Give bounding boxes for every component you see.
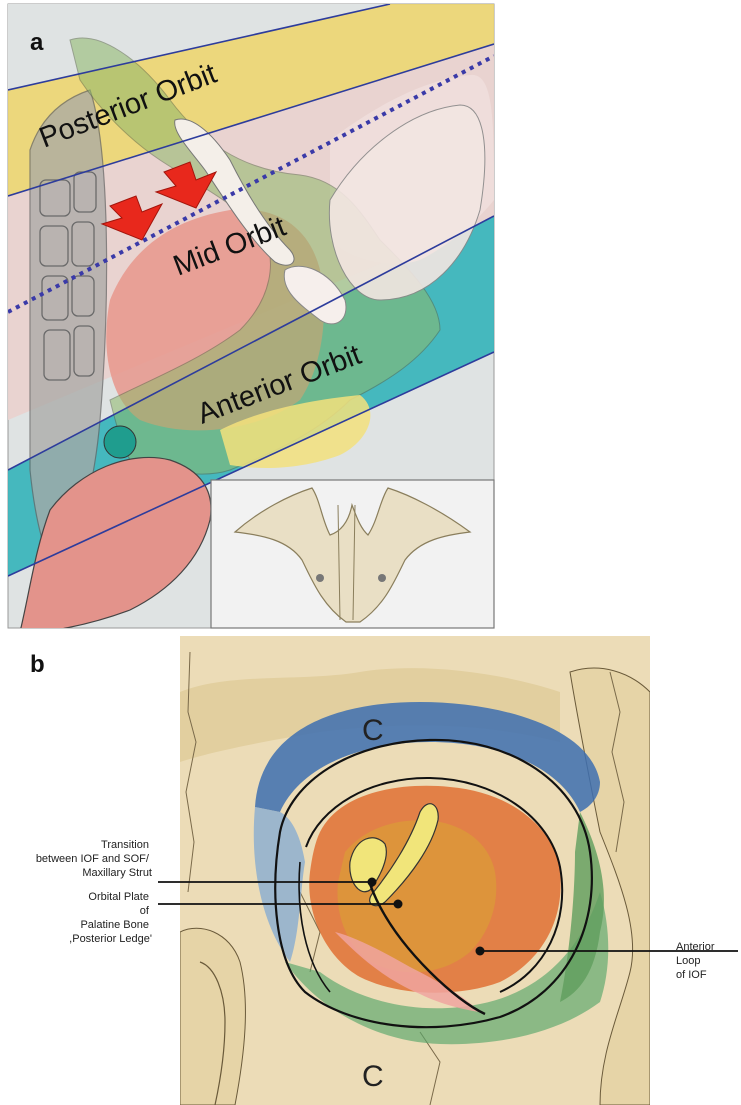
dot-transition	[368, 878, 377, 887]
inset-foramen-left	[316, 574, 324, 582]
callout-orbital-plate-line4: ,Posterior Ledge'	[69, 933, 152, 945]
panel-a-letter: a	[30, 29, 44, 56]
callout-anterior-loop-line3: of IOF	[676, 969, 707, 981]
panel-a-illustration: Posterior Orbit Mid Orbit Anterior Orbit…	[0, 0, 741, 632]
panel-b: b C	[0, 632, 741, 1105]
callout-orbital-plate: Orbital Plate of Palatine Bone ,Posterio…	[69, 891, 152, 945]
dot-anterior-loop	[476, 947, 485, 956]
callout-anterior-loop-line1: Anterior	[676, 941, 715, 953]
lacrimal-fossa	[104, 426, 136, 458]
fossa-mark-upper: C	[362, 714, 384, 747]
fossa-mark-lower: C	[362, 1060, 384, 1093]
inset-foramen-right	[378, 574, 386, 582]
callout-transition-line2: between IOF and SOF/	[36, 853, 150, 865]
nasal-bone-left	[180, 928, 245, 1105]
callout-anterior-loop: Anterior Loop of IOF	[676, 941, 718, 981]
dot-orbital-plate	[394, 900, 403, 909]
callout-transition: Transition between IOF and SOF/ Maxillar…	[36, 839, 152, 879]
inset-skull-base	[211, 480, 494, 628]
callout-transition-line1: Transition	[101, 839, 149, 851]
panel-b-illustration: b C	[0, 632, 741, 1105]
callout-orbital-plate-line1: Orbital Plate	[88, 891, 149, 903]
panel-a: Posterior Orbit Mid Orbit Anterior Orbit…	[0, 0, 741, 632]
callout-anterior-loop-line2: Loop	[676, 955, 700, 967]
callout-orbital-plate-line2: of	[140, 905, 150, 917]
callout-transition-line3: Maxillary Strut	[82, 867, 152, 879]
panel-b-letter: b	[30, 651, 45, 678]
callout-orbital-plate-line3: Palatine Bone	[80, 919, 149, 931]
